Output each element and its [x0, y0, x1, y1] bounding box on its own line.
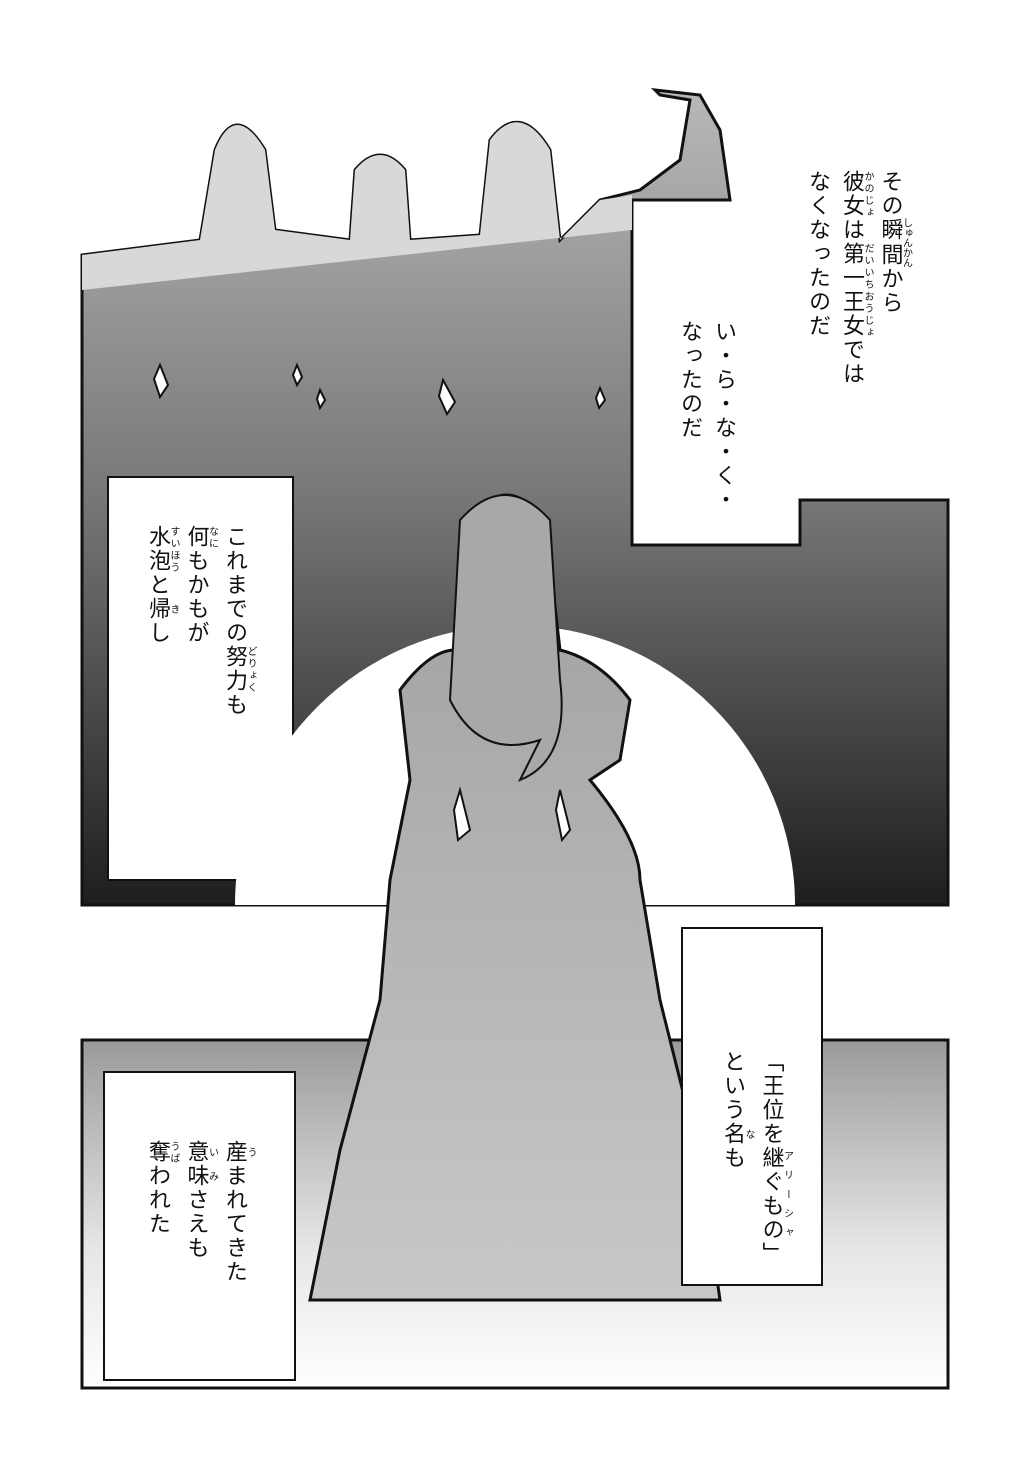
caption-name: 「王位を継ぐものアリーシャ」という名なも — [715, 1050, 793, 1266]
text-segment: から — [877, 267, 903, 315]
word: 何 — [183, 525, 209, 549]
caption-column: という名なも — [715, 1050, 754, 1266]
furigana-word: 産う — [222, 1140, 256, 1164]
furigana-word: 意味いみ — [183, 1140, 218, 1188]
text-segment: い・ら・な・く・ — [711, 320, 736, 512]
text-segment: その — [877, 170, 903, 218]
silhouettes-of-onlookers — [82, 122, 632, 290]
furigana: なに — [206, 525, 218, 549]
caption-column: 「王位を継ぐものアリーシャ」 — [754, 1050, 793, 1266]
furigana: どりょく — [245, 645, 256, 693]
word: 努力 — [222, 645, 247, 693]
text-segment: まれてきた — [222, 1164, 247, 1284]
furigana-word: 継ぐものアリーシャ — [758, 1146, 793, 1242]
text-segment: という — [720, 1050, 745, 1122]
text-segment: も — [222, 693, 247, 717]
text-segment: さえも — [183, 1188, 209, 1260]
furigana: う — [245, 1140, 256, 1164]
caption-meaning: 産うまれてきた意味いみさえも奪うばわれた — [140, 1140, 256, 1284]
caption-column: なったのだ — [672, 320, 706, 512]
caption-column: 彼女かのじょは第一王女だいいちおうじょでは — [834, 170, 873, 386]
caption-column: なくなったのだ — [800, 170, 834, 386]
furigana-word: 名な — [720, 1122, 754, 1146]
caption-column: 何なにもかもが — [179, 525, 218, 717]
text-segment: 「王位を — [758, 1050, 784, 1146]
text-segment: と — [145, 573, 170, 597]
word: 第一王女 — [839, 242, 864, 338]
text-segment: われた — [145, 1164, 170, 1236]
princess-figure-from-behind — [308, 493, 722, 1302]
caption-box-name — [681, 927, 823, 1286]
word: 意味 — [183, 1140, 209, 1188]
text-segment: なったのだ — [677, 320, 702, 440]
furigana: アリーシャ — [781, 1146, 793, 1242]
caption-efforts: これまでの努力どりょくも何なにもかもが水泡すいほうと帰きし — [140, 525, 256, 717]
text-segment: は — [839, 218, 864, 242]
caption-column: 奪うばわれた — [140, 1140, 179, 1284]
text-segment: し — [145, 621, 170, 645]
furigana: いみ — [206, 1140, 218, 1188]
furigana: すいほう — [168, 525, 179, 573]
word: 名 — [720, 1122, 745, 1146]
furigana: かのじょ — [862, 170, 873, 218]
furigana-word: 何なに — [183, 525, 218, 549]
text-segment: なくなったのだ — [805, 170, 830, 338]
caption-column: 産うまれてきた — [217, 1140, 256, 1284]
text-segment: これまでの — [222, 525, 247, 645]
caption-moment: その瞬間しゅんかんから彼女かのじょは第一王女だいいちおうじょではなくなったのだ — [800, 170, 912, 386]
caption-column: い・ら・な・く・ — [706, 320, 740, 512]
furigana-word: 水泡すいほう — [145, 525, 179, 573]
furigana-word: 奪うば — [145, 1140, 179, 1164]
word: 奪 — [145, 1140, 170, 1164]
caption-column: 意味いみさえも — [179, 1140, 218, 1284]
long-hair — [448, 494, 563, 782]
sparkle-shards — [152, 362, 607, 417]
furigana: しゅんかん — [900, 217, 912, 268]
text-segment: 」 — [758, 1242, 784, 1266]
word: 帰 — [145, 597, 170, 621]
caption-unneeded: い・ら・な・く・なったのだ — [672, 320, 740, 512]
caption-column: 水泡すいほうと帰きし — [140, 525, 179, 717]
furigana-word: 努力どりょく — [222, 645, 256, 693]
word: 産 — [222, 1140, 247, 1164]
furigana: うば — [168, 1140, 179, 1164]
word: 彼女 — [839, 170, 864, 218]
text-segment: では — [839, 338, 864, 386]
furigana: な — [743, 1122, 754, 1146]
caption-column: これまでの努力どりょくも — [217, 525, 256, 717]
text-segment: もかもが — [183, 549, 209, 645]
furigana-word: 瞬間しゅんかん — [877, 217, 912, 268]
furigana-word: 帰き — [145, 597, 179, 621]
text-segment: も — [720, 1146, 745, 1170]
furigana-word: 第一王女だいいちおうじょ — [839, 242, 873, 338]
furigana: だいいちおうじょ — [862, 242, 873, 338]
caption-column: その瞬間しゅんかんから — [873, 170, 912, 386]
furigana-word: 彼女かのじょ — [839, 170, 873, 218]
caption-box-meaning — [103, 1071, 296, 1381]
word: 継ぐもの — [758, 1146, 784, 1242]
furigana: き — [168, 597, 179, 621]
word: 水泡 — [145, 525, 170, 573]
word: 瞬間 — [877, 217, 903, 268]
